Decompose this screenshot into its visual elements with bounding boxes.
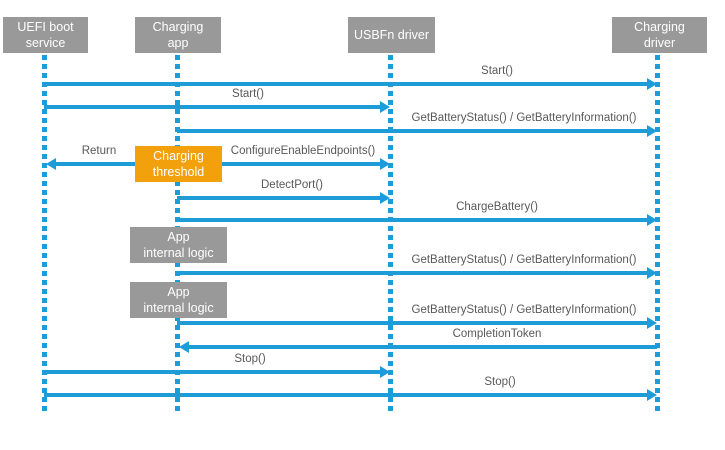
- actor-label-line: Charging: [634, 20, 685, 34]
- message-label-return: Return: [81, 145, 117, 157]
- lifeline-uefi-boot-service: [42, 55, 47, 415]
- message-line-get-battery-2: [177, 271, 647, 275]
- actor-uefi-boot-service: UEFI boot service: [3, 17, 88, 53]
- arrowhead-detect-port: [380, 192, 390, 204]
- arrowhead-configure-enable-endpoints: [380, 158, 390, 170]
- message-line-stop-charging-driver: [44, 393, 647, 397]
- arrowhead-return: [46, 158, 56, 170]
- actor-label-line: driver: [643, 36, 676, 50]
- arrowhead-get-battery-3: [647, 317, 657, 329]
- activation-label-line: App: [167, 285, 190, 299]
- actor-label-line: UEFI boot: [17, 20, 74, 34]
- message-label-get-battery-2: GetBatteryStatus() / GetBatteryInformati…: [411, 254, 637, 266]
- arrowhead-stop-charging-driver: [647, 389, 657, 401]
- message-line-detect-port: [177, 196, 380, 200]
- activation-label-line: App: [167, 230, 190, 244]
- message-line-charge-battery: [177, 218, 647, 222]
- activation-label-line: Charging: [153, 149, 204, 163]
- activation-label-line: internal logic: [143, 246, 214, 260]
- arrowhead-start-charging-driver: [647, 78, 657, 90]
- message-label-stop-charging-driver: Stop(): [484, 376, 516, 388]
- message-line-configure-enable-endpoints: [222, 162, 380, 166]
- message-label-get-battery-1: GetBatteryStatus() / GetBatteryInformati…: [411, 112, 637, 124]
- message-label-stop-usbfn: Stop(): [234, 353, 266, 365]
- actor-label-line: USBFn driver: [353, 28, 430, 42]
- actor-usbfn-driver: USBFn driver: [348, 17, 435, 53]
- lifeline-charging-driver: [655, 55, 660, 415]
- actor-charging-app: Charging app: [135, 17, 221, 53]
- activation-label-line: threshold: [152, 165, 205, 179]
- lifeline-usbfn-driver: [388, 55, 393, 415]
- arrowhead-start-usbfn: [380, 101, 390, 113]
- message-label-detect-port: DetectPort(): [261, 179, 323, 191]
- actor-label-line: app: [167, 36, 189, 50]
- message-line-completion-token: [189, 345, 657, 349]
- message-label-completion-token: CompletionToken: [452, 328, 542, 340]
- activation-charging-threshold: Charging threshold: [135, 146, 222, 182]
- arrowhead-charge-battery: [647, 214, 657, 226]
- message-line-get-battery-1: [177, 129, 647, 133]
- message-label-charge-battery: ChargeBattery(): [456, 201, 538, 213]
- message-line-stop-usbfn: [44, 370, 380, 374]
- message-label-get-battery-3: GetBatteryStatus() / GetBatteryInformati…: [411, 304, 637, 316]
- activation-app-internal-logic-2: App internal logic: [130, 282, 227, 318]
- message-label-start-usbfn: Start(): [232, 88, 264, 100]
- actor-label-line: service: [25, 36, 66, 50]
- message-line-return: [56, 162, 135, 166]
- message-line-start-charging-driver: [44, 82, 647, 86]
- arrowhead-stop-usbfn: [380, 366, 390, 378]
- message-label-start-charging-driver: Start(): [481, 65, 513, 77]
- actor-label-line: Charging: [152, 20, 204, 34]
- activation-label-line: internal logic: [143, 301, 214, 315]
- activation-app-internal-logic-1: App internal logic: [130, 227, 227, 263]
- arrowhead-get-battery-2: [647, 267, 657, 279]
- actor-charging-driver: Charging driver: [612, 17, 707, 53]
- message-line-get-battery-3: [177, 321, 647, 325]
- arrowhead-get-battery-1: [647, 125, 657, 137]
- message-label-configure-enable-endpoints: ConfigureEnableEndpoints(): [230, 145, 376, 157]
- message-line-start-usbfn: [44, 105, 380, 109]
- arrowhead-completion-token: [179, 341, 189, 353]
